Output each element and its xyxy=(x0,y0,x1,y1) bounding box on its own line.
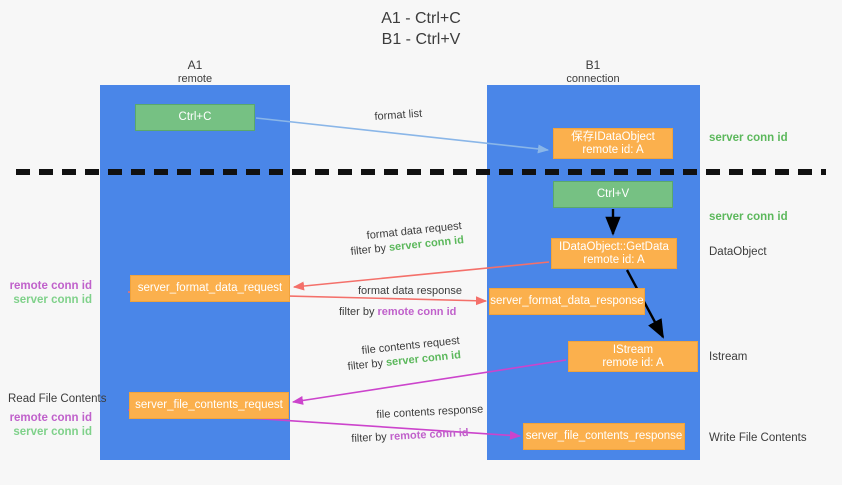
edge-label-file-contents-response-filter: filter by remote conn id xyxy=(351,426,469,446)
left-label-server-conn-id-1: server conn id xyxy=(13,294,92,306)
title-line-1: A1 - Ctrl+C xyxy=(381,10,461,27)
box-ctrl-c[interactable]: Ctrl+C xyxy=(135,104,255,131)
title-line-2: B1 - Ctrl+V xyxy=(381,31,461,48)
box-istream[interactable]: IStream remote id: A xyxy=(568,341,698,372)
right-label-write-file-contents: Write File Contents xyxy=(709,432,807,444)
edge-label-format-list: format list xyxy=(374,107,423,123)
left-label-read-file-contents: Read File Contents xyxy=(8,393,107,405)
swimlane-b1-name: B1 xyxy=(585,58,601,72)
swimlane-b1-header: B1 connection xyxy=(528,58,658,86)
box-copy-dataobject-line1: 保存IDataObject xyxy=(571,130,655,143)
box-istream-line1: IStream xyxy=(612,343,654,356)
right-label-server-conn-id-2-text: server conn id xyxy=(709,211,788,223)
box-istream-line2: remote id: A xyxy=(602,356,664,369)
box-getdata-line1: IDataObject::GetData xyxy=(559,240,669,253)
box-server-file-contents-request-label: server_file_contents_request xyxy=(135,399,283,411)
box-copy-dataobject[interactable]: 保存IDataObject remote id: A xyxy=(553,128,673,159)
box-server-format-data-request[interactable]: server_format_data_request xyxy=(130,275,290,302)
right-label-dataobject: DataObject xyxy=(709,246,767,258)
box-server-format-data-response-label: server_format_data_response xyxy=(490,295,644,307)
left-label-server-conn-id-2: server conn id xyxy=(13,426,92,438)
box-copy-dataobject-line2: remote id: A xyxy=(582,143,644,156)
diagram-title: A1 - Ctrl+C B1 - Ctrl+V xyxy=(0,8,842,50)
box-idataobject-getdata[interactable]: IDataObject::GetData remote id: A xyxy=(551,238,677,269)
swimlane-a1-name: A1 xyxy=(187,58,203,72)
edge-fdresp-filter-value: remote conn id xyxy=(377,306,457,318)
edge-label-format-data-response-filter: filter by remote conn id xyxy=(339,305,456,319)
box-getdata-line2: remote id: A xyxy=(583,253,645,266)
edge-fcreq-filter-prefix: filter by xyxy=(347,356,387,373)
right-label-istream: Istream xyxy=(709,351,748,363)
edge-fdreq-filter-prefix: filter by xyxy=(350,241,390,258)
box-server-file-contents-response-label: server_file_contents_response xyxy=(525,430,683,442)
box-server-format-data-request-label: server_format_data_request xyxy=(137,282,283,294)
edge-label-format-data-response: format data response xyxy=(358,285,462,297)
swimlane-a1-header: A1 remote xyxy=(130,58,260,86)
left-label-remote-conn-id-2: remote conn id xyxy=(9,412,92,424)
swimlane-b1-sub: connection xyxy=(566,73,620,85)
left-label-conn-ids-2: remote conn id server conn id xyxy=(8,411,92,439)
edge-label-file-contents-response: file contents response xyxy=(376,403,484,421)
box-ctrl-v[interactable]: Ctrl+V xyxy=(553,181,673,208)
right-label-server-conn-id-1-text: server conn id xyxy=(709,132,788,144)
edge-fcresp-filter-prefix: filter by xyxy=(351,430,391,445)
swimlane-a1-sub: remote xyxy=(177,73,213,85)
box-server-file-contents-response[interactable]: server_file_contents_response xyxy=(523,423,685,450)
box-server-file-contents-request[interactable]: server_file_contents_request xyxy=(129,392,289,419)
right-label-server-conn-id-1: server conn id xyxy=(709,131,788,145)
left-label-remote-conn-id-1: remote conn id xyxy=(9,280,92,292)
edge-fcresp-filter-value: remote conn id xyxy=(389,426,469,443)
edge-fdresp-filter-prefix: filter by xyxy=(339,306,378,318)
left-label-conn-ids-1: remote conn id server conn id xyxy=(8,279,92,307)
box-ctrl-c-label: Ctrl+C xyxy=(178,111,212,123)
right-label-server-conn-id-2: server conn id xyxy=(709,210,788,224)
box-server-format-data-response[interactable]: server_format_data_response xyxy=(489,288,645,315)
box-ctrl-v-label: Ctrl+V xyxy=(596,188,630,200)
